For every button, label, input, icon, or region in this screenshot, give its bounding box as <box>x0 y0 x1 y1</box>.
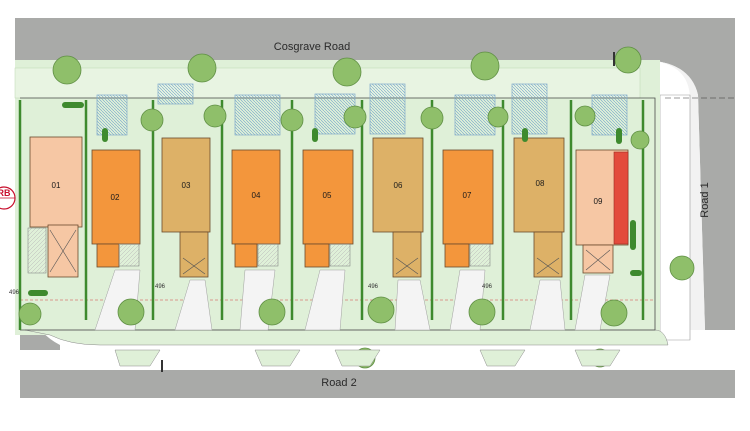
south-planting <box>114 349 621 367</box>
lot-label: 04 <box>252 191 261 200</box>
lots: 01 02 03 04 05 <box>27 136 629 278</box>
lot-label: 06 <box>394 181 403 190</box>
lot-label: 02 <box>111 193 120 202</box>
road-label-cosgrave: Cosgrave Road <box>274 41 350 53</box>
lot-label: 05 <box>323 191 332 200</box>
lot-label: 08 <box>536 179 545 188</box>
road-markers <box>161 52 615 372</box>
lot-03[interactable]: 03 <box>161 137 211 278</box>
lot-08[interactable]: 08 <box>513 137 565 278</box>
road-label-road-1: Road 1 <box>699 182 711 217</box>
rb-label: RB <box>0 188 11 198</box>
road-south <box>20 370 735 398</box>
rb-marker: RB <box>0 186 16 210</box>
road-label-road-2: Road 2 <box>321 377 356 389</box>
road-east-curve <box>640 18 735 330</box>
parking-bays <box>96 83 628 136</box>
lot-07[interactable]: 07 <box>442 149 494 268</box>
lot-dividers <box>18 100 645 330</box>
lot-09[interactable]: 09 <box>575 149 629 274</box>
lot-05[interactable]: 05 <box>302 149 354 268</box>
lot-label: 01 <box>52 181 61 190</box>
footpath-east <box>659 94 691 341</box>
dim-middle-1: 496 <box>155 284 166 290</box>
lot-06[interactable]: 06 <box>372 137 424 278</box>
dim-right: 496 <box>482 284 493 290</box>
lot-label: 03 <box>182 181 191 190</box>
lot-04[interactable]: 04 <box>231 149 281 268</box>
dim-middle-2: 496 <box>368 284 379 290</box>
lot-label: 07 <box>463 191 472 200</box>
lot-label: 09 <box>594 197 603 206</box>
lot-02[interactable]: 02 <box>91 149 141 268</box>
roads <box>15 18 735 398</box>
lot-01[interactable]: 01 <box>27 136 83 278</box>
dim-left: 496 <box>9 290 20 296</box>
hedges <box>28 102 642 296</box>
south-verge <box>24 329 669 346</box>
